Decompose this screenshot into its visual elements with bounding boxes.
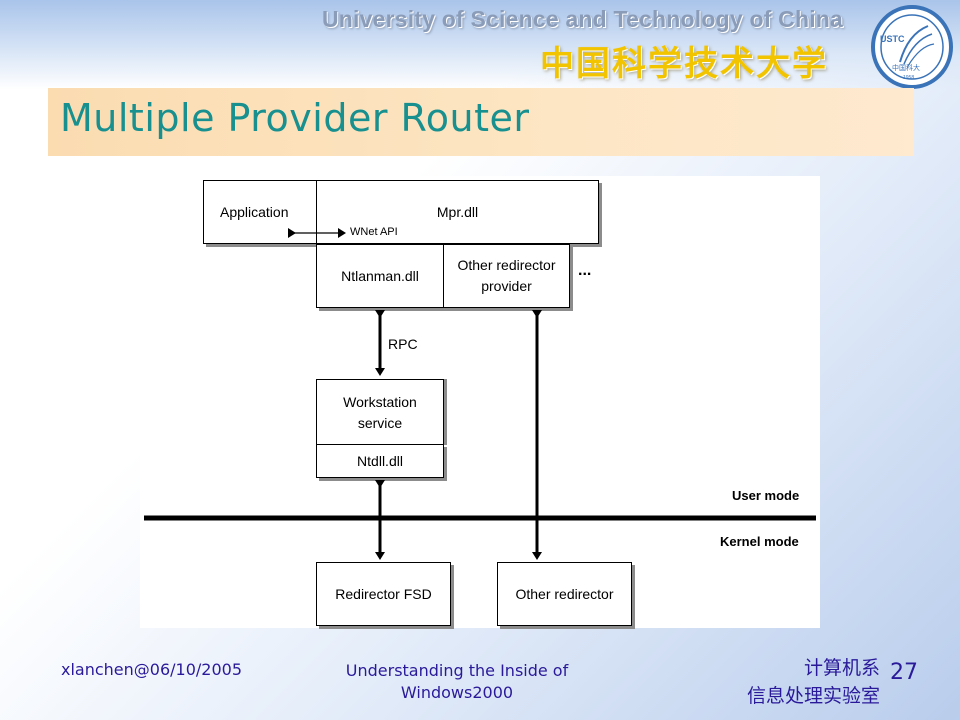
mpr-dll-label: Mpr.dll	[436, 203, 479, 220]
footer-author-date: xlanchen@06/10/2005	[61, 660, 242, 679]
ellipsis-label: ...	[578, 262, 592, 279]
workstation-service-box: Workstation service	[316, 379, 444, 445]
footer-dept-line1: 计算机系	[803, 657, 880, 679]
ntlanman-dll-label: Ntlanman.dll	[341, 267, 419, 284]
workstation-line1: Workstation	[343, 393, 417, 410]
footer-course: Understanding the Inside of Windows2000	[312, 660, 602, 704]
footer-course-line2: Windows2000	[400, 683, 514, 702]
other-redirector-provider-box: Other redirector provider	[443, 244, 570, 308]
application-box: Application	[203, 180, 317, 244]
mpr-dll-box: Mpr.dll	[316, 180, 599, 244]
redirector-fsd-box: Redirector FSD	[316, 562, 451, 626]
university-name-en: University of Science and Technology of …	[322, 6, 844, 32]
user-mode-label: User mode	[732, 488, 800, 503]
ntdll-dll-box: Ntdll.dll	[316, 444, 444, 478]
wnet-api-label: WNet API	[350, 226, 398, 238]
other-provider-line1: Other redirector	[457, 257, 556, 273]
slide-title: Multiple Provider Router	[60, 96, 530, 140]
rpc-label: RPC	[388, 336, 418, 352]
workstation-line2: service	[357, 414, 403, 431]
university-name-cn: 中国科学技术大学	[540, 44, 828, 84]
other-redirector-box: Other redirector	[497, 562, 632, 626]
logo-year: 1958	[903, 75, 914, 81]
ntdll-dll-label: Ntdll.dll	[357, 452, 403, 469]
kernel-mode-label: Kernel mode	[720, 534, 799, 549]
title-bar	[48, 88, 914, 156]
footer-course-line1: Understanding the Inside of	[345, 661, 569, 680]
logo-text-cn: 中国科大	[892, 63, 920, 72]
mpr-architecture-diagram: Application Mpr.dll WNet API Ntlanman.dl…	[140, 176, 820, 628]
header-band	[0, 0, 960, 90]
redirector-fsd-label: Redirector FSD	[335, 585, 432, 602]
other-redirector-label: Other redirector	[515, 585, 614, 602]
other-provider-line2: provider	[481, 278, 532, 294]
page-number: 27	[890, 660, 918, 685]
application-label: Application	[220, 203, 289, 220]
logo-text-ustc: USTC	[880, 34, 905, 44]
footer-department: 计算机系 信息处理实验室	[690, 654, 880, 710]
university-logo: USTC 中国科大 1958	[871, 5, 953, 89]
footer-dept-line2: 信息处理实验室	[746, 685, 880, 707]
ntlanman-dll-box: Ntlanman.dll	[316, 244, 444, 308]
